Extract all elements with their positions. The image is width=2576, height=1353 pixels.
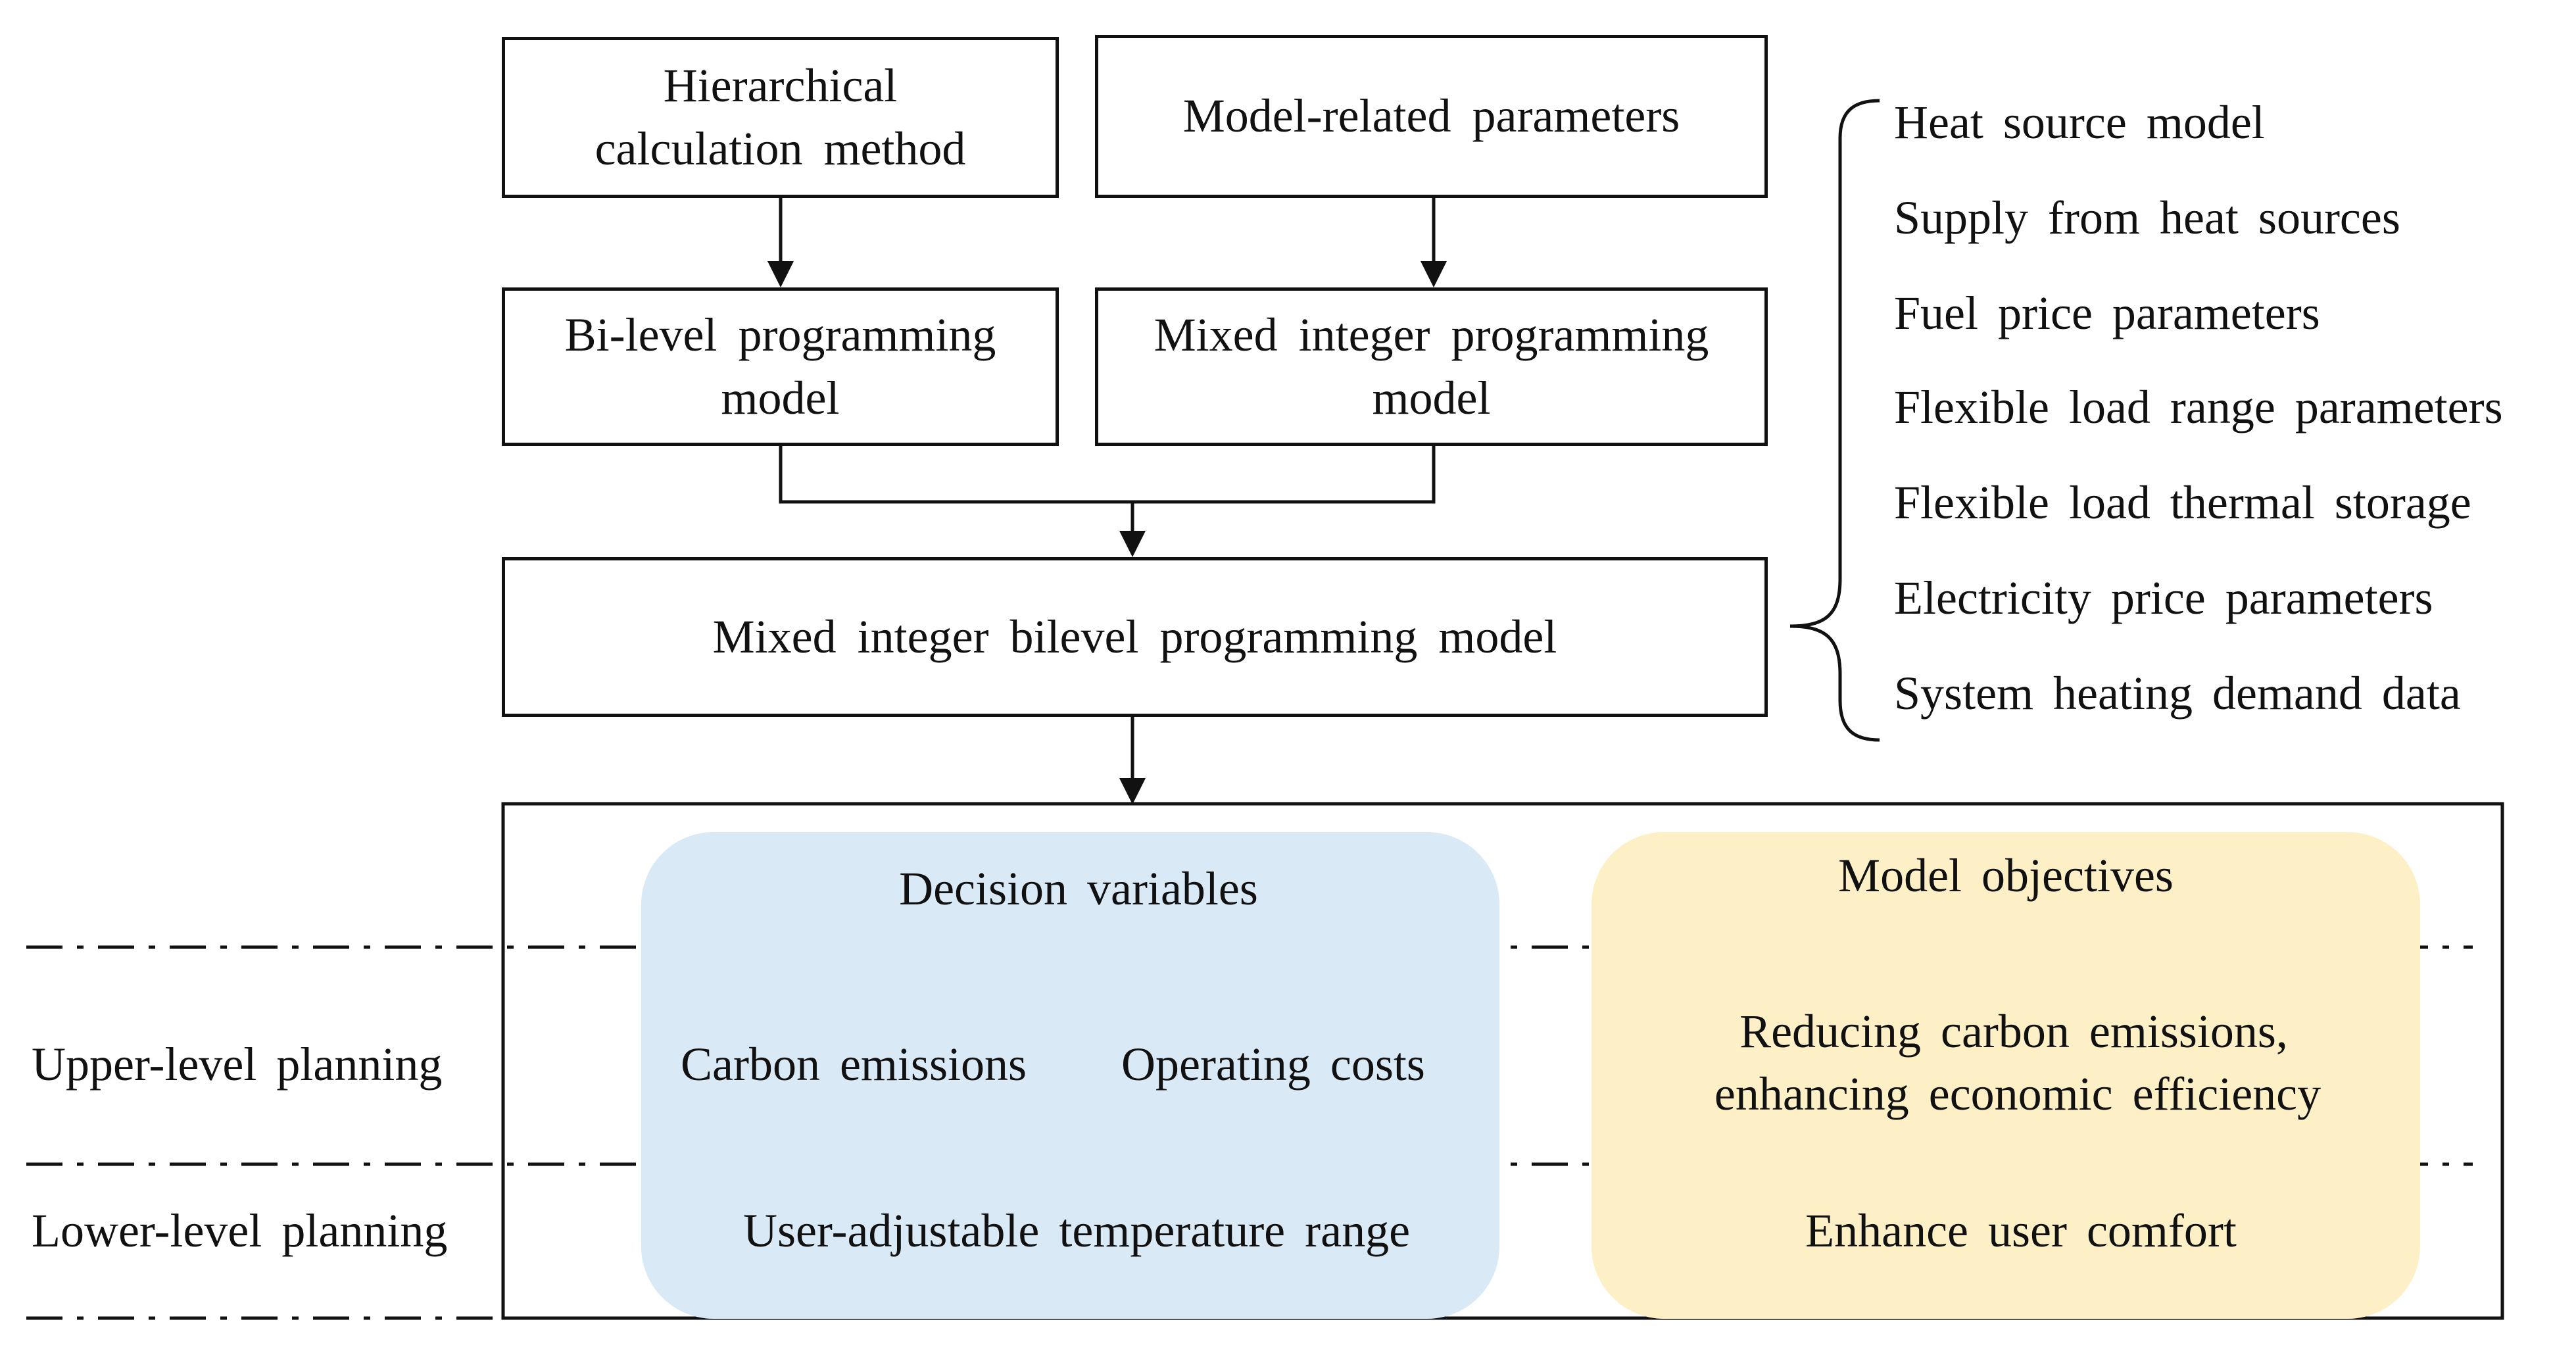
objective-upper-line1: Reducing carbon emissions,	[1739, 1005, 2288, 1058]
objective-lower: Enhance user comfort	[1805, 1204, 2237, 1257]
objective-upper-line2: enhancing economic efficiency	[1714, 1068, 2321, 1120]
parameter-brace	[1789, 99, 1880, 742]
parameter-item: System heating demand data	[1894, 667, 2461, 720]
model-objectives-header: Model objectives	[1838, 849, 2174, 902]
mibp-label: Mixed integer bilevel programming model	[712, 610, 1557, 663]
bilevel-model-box: Bi-level programming model	[502, 287, 1059, 446]
parameter-item: Heat source model	[1894, 96, 2265, 149]
mibp-model-box: Mixed integer bilevel programming model	[502, 557, 1768, 717]
decision-variables-header: Decision variables	[899, 862, 1258, 915]
parameter-item: Electricity price parameters	[1894, 572, 2433, 624]
bilevel-line1: Bi-level programming	[564, 308, 996, 362]
decision-temperature-range: User-adjustable temperature range	[742, 1204, 1411, 1257]
model-parameters-box: Model-related parameters	[1095, 35, 1768, 198]
decision-carbon-emissions: Carbon emissions	[681, 1038, 1027, 1091]
model-objectives-panel	[1592, 832, 2420, 1319]
model-parameters-label: Model-related parameters	[1182, 89, 1680, 143]
row-label-upper: Upper-level planning	[32, 1038, 443, 1091]
table-frame	[501, 802, 2504, 1320]
decision-variables-panel	[641, 832, 1499, 1319]
row-label-lower: Lower-level planning	[32, 1204, 448, 1257]
parameter-item: Flexible load thermal storage	[1894, 476, 2471, 529]
decision-operating-costs: Operating costs	[1121, 1038, 1425, 1091]
mip-model-box: Mixed integer programming model	[1095, 287, 1768, 446]
parameter-item: Flexible load range parameters	[1894, 381, 2503, 433]
mip-line2: model	[1372, 371, 1491, 424]
hierarchical-line2: calculation method	[595, 122, 966, 175]
parameter-item: Fuel price parameters	[1894, 287, 2320, 339]
bilevel-line2: model	[721, 371, 840, 424]
parameter-item: Supply from heat sources	[1894, 191, 2400, 244]
mip-line1: Mixed integer programming	[1154, 308, 1709, 362]
hierarchical-line1: Hierarchical	[663, 59, 898, 112]
hierarchical-method-box: Hierarchical calculation method	[502, 37, 1059, 198]
merge-connector	[779, 446, 1436, 504]
